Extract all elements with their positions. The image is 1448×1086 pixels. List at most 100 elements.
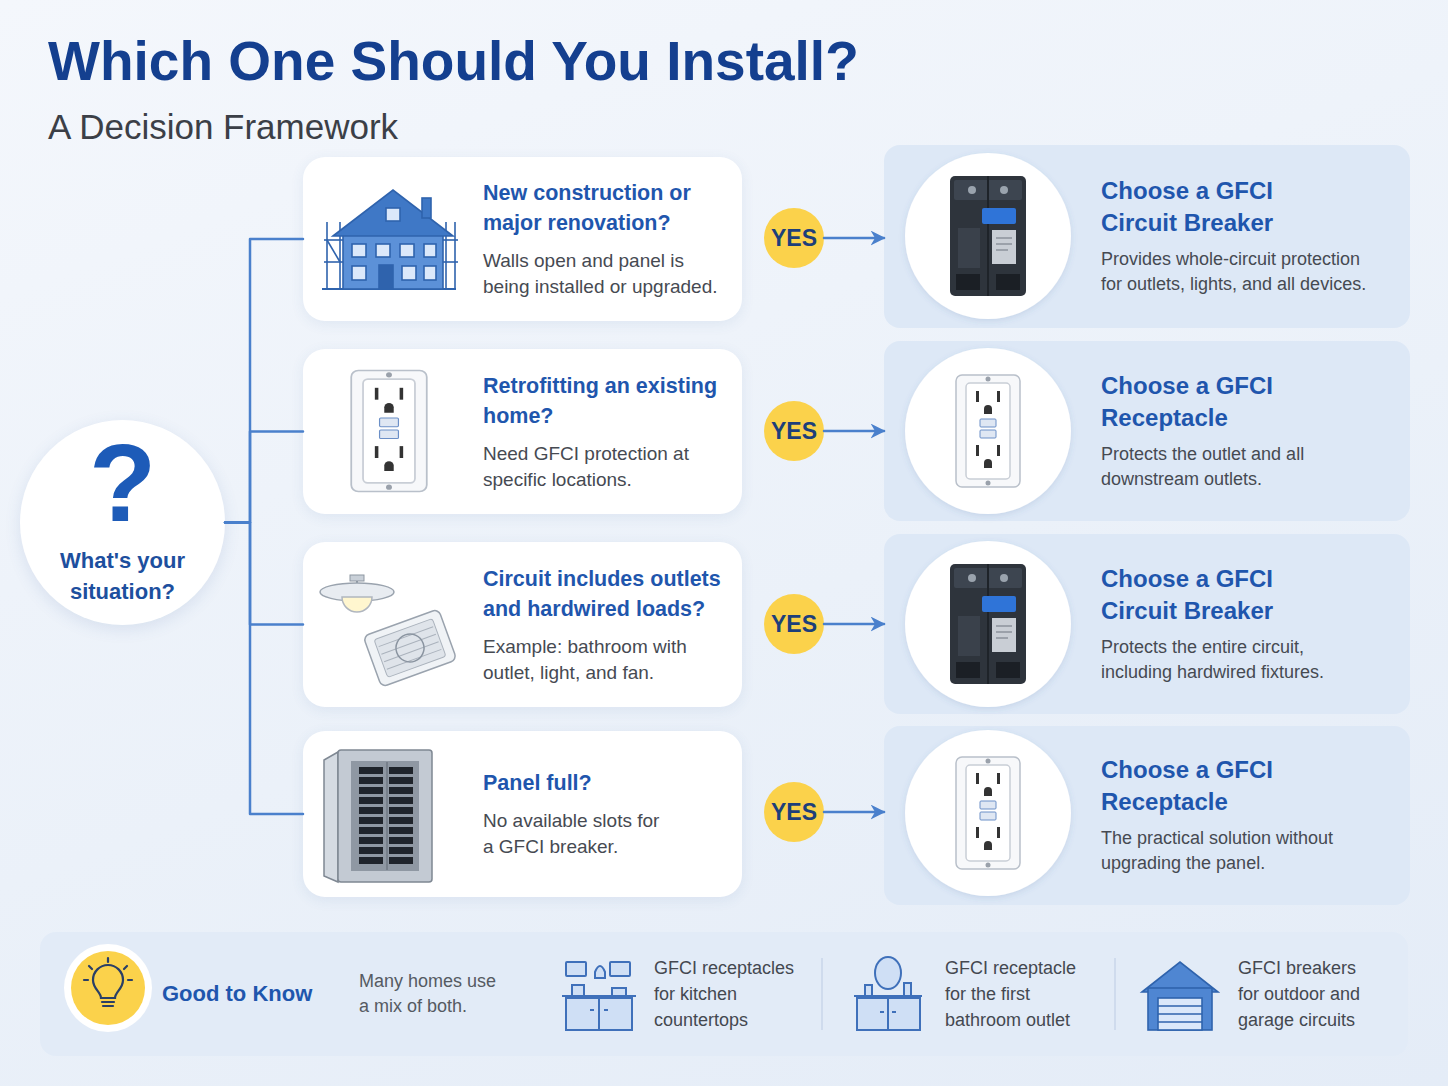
house-illustration xyxy=(327,240,340,262)
garage-icon xyxy=(1148,988,1212,1030)
kitchen-icon xyxy=(572,985,584,996)
house-illustration xyxy=(424,266,436,280)
bathroom-icon xyxy=(854,995,922,997)
separator-line xyxy=(821,958,823,1030)
yes-badge: YES xyxy=(764,594,824,654)
panel-illustration xyxy=(338,750,432,882)
house-illustration xyxy=(322,288,456,290)
result-heading: Choose a GFCI Circuit Breaker xyxy=(1101,563,1331,627)
house-illustration xyxy=(339,222,341,289)
question-detail: Walls open and panel is being installed … xyxy=(483,248,728,299)
bathroom-icon xyxy=(857,998,920,1030)
result-panel: Choose a GFCI Circuit BreakerProtects th… xyxy=(884,534,1410,714)
bulb-icon xyxy=(64,944,152,1032)
light-fan-illustration xyxy=(356,581,358,586)
house-illustration xyxy=(352,244,366,257)
bathroom-icon xyxy=(854,957,922,1030)
subtitle: A Decision Framework xyxy=(48,106,398,148)
garage-icon xyxy=(1142,962,1218,1030)
panel-illustration xyxy=(324,750,432,882)
device-disc xyxy=(905,348,1071,514)
result-heading: Choose a GFCI Receptacle xyxy=(1101,754,1331,818)
light-fan-illustration xyxy=(392,630,428,666)
branch-line xyxy=(225,432,303,523)
house-illustration xyxy=(422,198,431,218)
device-disc xyxy=(905,730,1071,896)
text-column: Retrofitting an existing home? Need GFCI … xyxy=(483,349,742,514)
light-fan-illustration xyxy=(363,609,457,687)
bulb-icon xyxy=(93,965,123,998)
garage-icon xyxy=(1142,962,1218,992)
kitchen-icon xyxy=(566,962,586,976)
house-illustration xyxy=(343,232,443,289)
start-circle: ? What's your situation? xyxy=(20,420,225,625)
kitchen-icon xyxy=(566,998,632,1030)
text-column: New construction or major renovation? Wal… xyxy=(483,157,742,321)
house-illustration xyxy=(443,261,458,263)
result-detail: Provides whole-circuit protection for ou… xyxy=(1101,247,1379,297)
house-illustration xyxy=(376,244,390,257)
house-illustration xyxy=(324,239,343,241)
breaker-illustration xyxy=(950,176,1026,296)
result-detail: The practical solution without upgrading… xyxy=(1101,826,1379,876)
bathroom-icon xyxy=(904,983,911,996)
text-column: Circuit includes outlets and hardwired l… xyxy=(483,542,742,707)
question-card: New construction or major renovation? Wal… xyxy=(303,157,742,321)
light-fan-illustration xyxy=(387,649,442,669)
tip-item: GFCI breakers for outdoor and garage cir… xyxy=(1238,932,1376,1056)
yes-label: YES xyxy=(771,611,817,638)
yes-label: YES xyxy=(771,418,817,445)
bulb-icon xyxy=(107,958,109,962)
house-illustration xyxy=(443,239,458,241)
yes-badge: YES xyxy=(764,208,824,268)
question-detail: Example: bathroom with outlet, light, an… xyxy=(483,634,728,685)
garage-icon xyxy=(1158,1005,1202,1007)
branch-line xyxy=(225,523,303,815)
result-heading: Choose a GFCI Circuit Breaker xyxy=(1101,175,1331,239)
question-heading: New construction or major renovation? xyxy=(483,178,735,238)
light-fan-illustration xyxy=(320,575,457,687)
question-card: Circuit includes outlets and hardwired l… xyxy=(303,542,742,707)
device-disc xyxy=(905,153,1071,319)
question-card: Retrofitting an existing home? Need GFCI … xyxy=(303,349,742,514)
receptacle-illustration xyxy=(956,375,1020,869)
bathroom-icon xyxy=(892,1011,896,1013)
house-illustration xyxy=(445,222,447,289)
tip-heading: Good to Know xyxy=(162,932,332,1056)
question-heading: Retrofitting an existing home? xyxy=(483,371,735,431)
tip-note: Many homes use a mix of both. xyxy=(359,932,504,1056)
question-detail: Need GFCI protection at specific locatio… xyxy=(483,441,728,492)
question-heading: Circuit includes outlets and hardwired l… xyxy=(483,564,735,624)
house-illustration xyxy=(454,222,456,289)
light-fan-illustration xyxy=(384,642,439,662)
flow-arrow xyxy=(824,811,884,814)
bathroom-icon xyxy=(880,1011,884,1013)
light-fan-illustration xyxy=(363,609,457,687)
panel-illustration xyxy=(357,766,417,866)
light-fan-illustration xyxy=(350,575,364,581)
house-illustration xyxy=(379,265,393,289)
text-column: Choose a GFCI ReceptacleProtects the out… xyxy=(1101,341,1402,521)
bulb-icon xyxy=(89,966,92,969)
bulb-icon xyxy=(64,944,152,1032)
tip-band: Good to KnowMany homes use a mix of both… xyxy=(40,932,1408,1056)
house-illustration xyxy=(424,244,436,257)
bulb-icon xyxy=(102,1001,114,1003)
question-heading: Panel full? xyxy=(483,768,735,798)
garage-icon xyxy=(1158,1021,1202,1023)
bulb-icon xyxy=(124,966,127,969)
garage-icon xyxy=(1158,998,1202,1030)
house-illustration xyxy=(322,190,458,289)
yes-badge: YES xyxy=(764,401,824,461)
question-detail: No available slots for a GFCI breaker. xyxy=(483,808,673,859)
kitchen-icon xyxy=(612,988,626,996)
question-mark: ? xyxy=(89,433,156,532)
start-label: What's your situation? xyxy=(48,546,198,608)
tip-item: GFCI receptacle for the first bathroom o… xyxy=(945,932,1095,1056)
house-illustration xyxy=(402,266,416,280)
bulb-icon xyxy=(128,979,132,981)
bathroom-icon xyxy=(887,998,889,1030)
text-column: Choose a GFCI Circuit BreakerProvides wh… xyxy=(1101,145,1402,328)
